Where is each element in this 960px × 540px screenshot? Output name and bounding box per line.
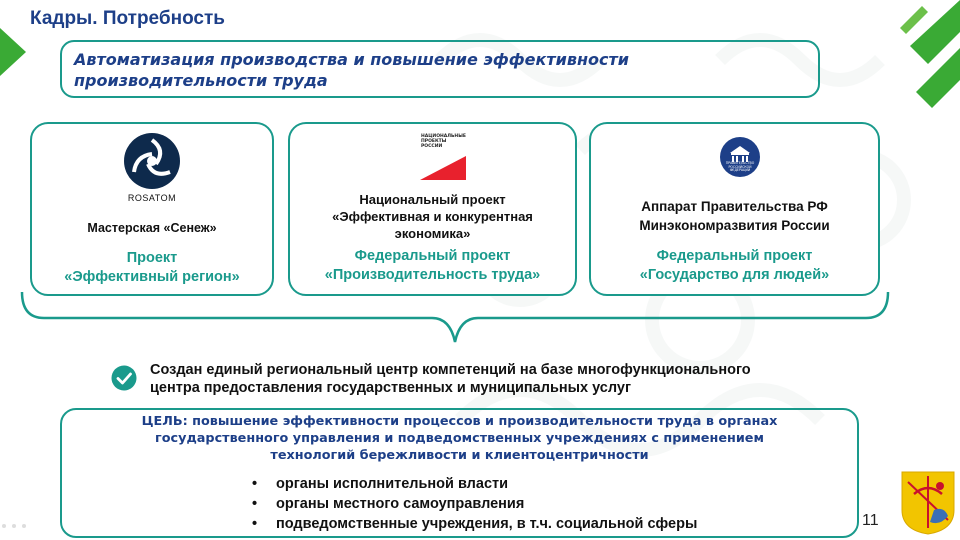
card-government: ПРАВИТЕЛЬСТВО РОССИЙСКОЙ ФЕДЕРАЦИИ Аппар… bbox=[589, 122, 880, 296]
bullet-text-2: органы местного самоуправления bbox=[276, 496, 525, 512]
national-projects-logo: НАЦИОНАЛЬНЫЕ ПРОЕКТЫ РОССИИ bbox=[421, 134, 467, 149]
list-item: • органы местного самоуправления bbox=[252, 494, 697, 514]
curly-brace-divider bbox=[20, 291, 890, 343]
government-logo-text: ПРАВИТЕЛЬСТВО РОССИЙСКОЙ ФЕДЕРАЦИИ bbox=[720, 161, 760, 173]
goal-label: ЦЕЛЬ: bbox=[141, 414, 188, 429]
card-government-org-line-2: Минэкономразвития России bbox=[639, 218, 830, 233]
card-rosatom-org: Мастерская «Сенеж» bbox=[87, 221, 217, 235]
card-government-project-line-2: «Государство для людей» bbox=[639, 267, 830, 283]
bullet-icon: • bbox=[252, 496, 258, 512]
card-government-org-line-1: Аппарат Правительства РФ bbox=[641, 199, 828, 214]
goal-line-3: технологий бережливости и клиентоцентрич… bbox=[270, 448, 649, 463]
bullet-icon: • bbox=[252, 516, 258, 532]
competency-center-line-2: центра предоставления государственных и … bbox=[150, 380, 631, 396]
government-logo-line-2: РОССИЙСКОЙ bbox=[728, 164, 752, 169]
corner-decoration-right bbox=[900, 0, 960, 108]
card-national-org-line-3: экономика» bbox=[394, 226, 471, 241]
card-national-org-line-2: «Эффективная и конкурентная bbox=[332, 209, 533, 224]
card-government-project-line-1: Федеральный проект bbox=[656, 248, 813, 264]
national-projects-logo-line-2: ПРОЕКТЫ bbox=[421, 139, 447, 144]
corner-decoration-left bbox=[0, 28, 26, 76]
card-rosatom-project-line-1: Проект bbox=[126, 250, 178, 266]
bullet-text-3: подведомственные учреждения, в т.ч. соци… bbox=[276, 516, 698, 532]
list-item: • органы исполнительной власти bbox=[252, 474, 697, 494]
goal-line-1: повышение эффективности процессов и прои… bbox=[187, 414, 778, 429]
bullet-text-1: органы исполнительной власти bbox=[276, 476, 509, 492]
card-rosatom: ROSATOM Мастерская «Сенеж» Проект «Эффек… bbox=[30, 122, 274, 296]
card-national-project-line-1: Федеральный проект bbox=[354, 248, 511, 264]
page-number: 11 bbox=[862, 512, 879, 529]
card-national-project: НАЦИОНАЛЬНЫЕ ПРОЕКТЫ РОССИИ Национальный… bbox=[288, 122, 577, 296]
competency-center-line-1: Создан единый региональный центр компете… bbox=[150, 362, 751, 378]
check-circle-icon bbox=[111, 365, 137, 391]
rosatom-logo-text: ROSATOM bbox=[127, 193, 177, 203]
government-emblem-icon bbox=[720, 137, 760, 177]
goal-line-2: государственного управления и подведомст… bbox=[155, 431, 764, 446]
bullet-icon: • bbox=[252, 476, 258, 492]
goal-text: ЦЕЛЬ: повышение эффективности процессов … bbox=[72, 413, 847, 464]
rosatom-logo-icon bbox=[124, 133, 180, 189]
card-national-project-line-2: «Производительность труда» bbox=[324, 267, 541, 283]
goal-bullet-list: • органы исполнительной власти • органы ме… bbox=[252, 474, 697, 534]
card-national-org-line-1: Национальный проект bbox=[359, 192, 506, 207]
bottom-decoration bbox=[2, 524, 26, 528]
national-projects-shape-icon bbox=[420, 156, 466, 180]
national-projects-logo-line-3: РОССИИ bbox=[421, 144, 443, 149]
goal-box: ЦЕЛЬ: повышение эффективности процессов … bbox=[60, 408, 859, 538]
subtitle-line-2: производительности труда bbox=[74, 71, 328, 90]
card-rosatom-project-line-2: «Эффективный регион» bbox=[64, 269, 240, 285]
subtitle-box: Автоматизация производства и повышение э… bbox=[60, 40, 820, 98]
list-item: • подведомственные учреждения, в т.ч. соц… bbox=[252, 514, 697, 534]
slide-title: Кадры. Потребность bbox=[30, 8, 225, 29]
subtitle-line-1: Автоматизация производства и повышение э… bbox=[74, 50, 629, 69]
coat-of-arms-icon bbox=[901, 471, 955, 535]
national-projects-logo-line-1: НАЦИОНАЛЬНЫЕ bbox=[421, 134, 466, 139]
competency-center-statement: Создан единый региональный центр компете… bbox=[150, 361, 870, 397]
government-logo-line-3: ФЕДЕРАЦИИ bbox=[729, 168, 751, 173]
government-logo-line-1: ПРАВИТЕЛЬСТВО bbox=[725, 161, 755, 165]
